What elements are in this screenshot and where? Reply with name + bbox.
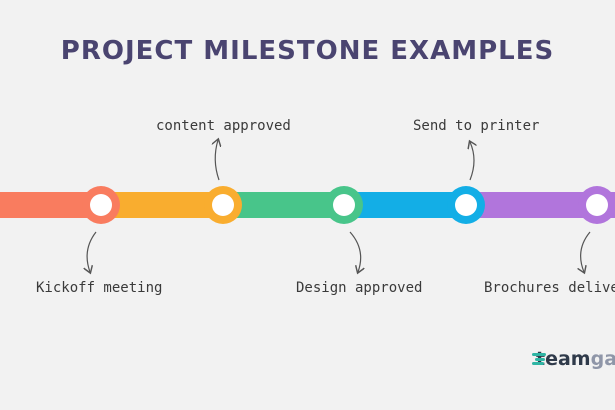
timeline-segment	[344, 192, 466, 218]
pointer-arrow	[215, 140, 219, 181]
teamgantt-logo: teamgantt	[532, 348, 615, 370]
milestone-label-design-approved: Design approved	[296, 280, 423, 296]
milestone-node-center	[212, 194, 234, 216]
pointer-arrow	[87, 231, 97, 272]
milestone-label-brochures-delivered: Brochures delivered	[484, 280, 615, 296]
milestone-label-kickoff: Kickoff meeting	[36, 280, 163, 296]
milestone-node-center	[586, 194, 608, 216]
diagram-title: PROJECT MILESTONE EXAMPLES	[60, 36, 555, 66]
milestone-label-send-to-printer: Send to printer	[413, 118, 540, 134]
pointer-arrow	[470, 142, 474, 181]
milestone-label-content-approved: content approved	[156, 118, 291, 134]
timeline-segment	[101, 192, 223, 218]
timeline-segment	[223, 192, 344, 218]
pointer-arrow	[349, 231, 361, 272]
logo-wordmark: teamgantt	[536, 348, 615, 370]
pointer-arrow	[581, 231, 591, 272]
milestone-node-center	[333, 194, 355, 216]
milestone-node-center	[455, 194, 477, 216]
milestone-node-center	[90, 194, 112, 216]
